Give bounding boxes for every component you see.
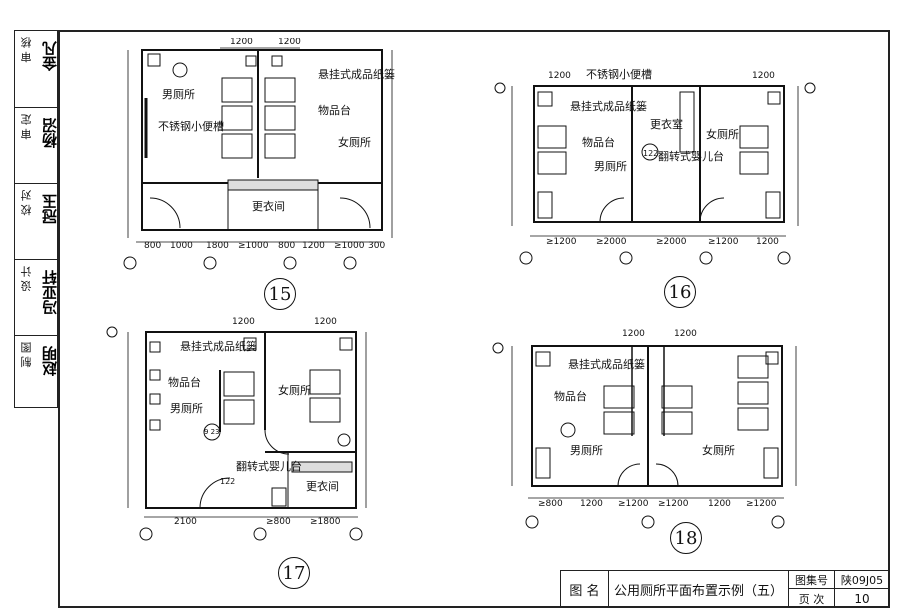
label-shelf: 物品台 [168,375,201,389]
dim-bottom: 1800 [206,241,229,251]
dim-bottom: ≥1200 [546,237,577,247]
dim-bottom: 800 [144,241,161,251]
dim-bottom: ≥800 [538,499,563,509]
label-mens: 男厕所 [170,402,203,415]
dim-bottom: ≥1200 [708,237,739,247]
tag-122: 122 [643,149,658,158]
strip-cell-review: 审 核 金凡 [15,31,59,107]
dim-top: 1200 [752,71,775,81]
page-label: 页 次 [789,589,835,608]
label-shelf: 物品台 [554,389,587,403]
label-mens: 男厕所 [162,88,195,101]
dim-bottom: ≥1200 [658,499,689,509]
strip-label: 审 定 [20,114,33,140]
plan-number-15: 15 [264,278,296,310]
label-womens: 女厕所 [706,127,739,141]
dim-top: 1200 [548,71,571,81]
strip-label: 校 对 [20,190,33,216]
signature: 赵明 [41,346,59,376]
title-label: 图 名 [561,571,609,608]
dim-bottom: ≥1000 [238,241,269,251]
atlas-label: 图集号 [789,571,835,589]
label-womens: 女厕所 [702,443,735,457]
plan-16-drawing: 悬挂式成品纸篓 物品台 男厕所 不锈钢小便槽 更衣室 翻转式婴儿台 女厕所 12… [494,68,816,265]
dim-bottom: ≥1200 [618,499,649,509]
dim-top: 1200 [622,329,645,339]
plan-number-16: 16 [664,276,696,308]
signature: 冯亚轩 [41,270,59,315]
dim-bottom: 2100 [174,517,197,527]
label-mens: 男厕所 [570,444,603,457]
label-shelf: 物品台 [582,135,615,149]
tag-122: 122 [220,477,235,486]
dim-bottom: ≥2000 [656,237,687,247]
label-baby: 翻转式婴儿台 [658,149,724,163]
label-hanger: 悬挂式成品纸篓 [318,67,395,81]
drawing-title: 公用厕所平面布置示例（五） [609,571,789,608]
dim-top: 1200 [314,317,337,327]
plan-18-drawing: 悬挂式成品纸篓 物品台 男厕所 女厕所 1200 1200 ≥800 1200 … [492,329,797,529]
label-shelf: 物品台 [318,103,351,117]
strip-cell-draw: 制 图 赵明 [15,335,59,407]
plan-17-drawing: 悬挂式成品纸篓 物品台 男厕所 女厕所 翻转式婴儿台 更衣间 122 9 23 … [106,317,367,541]
dim-bottom: 1200 [708,499,731,509]
tag-923: 9 23 [204,428,220,436]
dim-top: 1200 [232,317,255,327]
strip-label: 制 图 [20,342,33,368]
dim-bottom: 1200 [756,237,779,247]
strip-label: 设 计 [20,266,33,292]
label-locker: 更衣间 [306,479,339,493]
drawing-frame [58,30,890,608]
label-baby: 翻转式婴儿台 [236,459,302,473]
page-value: 10 [854,591,870,606]
label-locker: 更衣间 [252,199,285,213]
label-womens: 女厕所 [278,383,311,397]
atlas-value: 陕09J05 [835,571,889,589]
label-womens: 女厕所 [338,135,371,149]
strip-label: 审 核 [20,37,33,63]
label-hanger: 悬挂式成品纸篓 [570,99,647,113]
plan-number-17: 17 [278,557,310,589]
label-urinal: 不锈钢小便槽 [158,120,224,133]
dim-bottom: 800 [278,241,295,251]
signature-strip: 审 核 金凡 审 定 杨沼 校 对 冠玉 设 计 冯亚轩 制 图 赵明 [14,30,59,408]
dim-bottom: 1200 [580,499,603,509]
dim-bottom: 300 [368,241,385,251]
dim-bottom: 1000 [170,241,193,251]
dim-bottom: ≥1000 [334,241,365,251]
label-hanger: 悬挂式成品纸篓 [568,357,645,371]
dim-top: 1200 [674,329,697,339]
plan-number-18: 18 [670,522,702,554]
dim-bottom: ≥1800 [310,517,341,527]
strip-cell-approve: 审 定 杨沼 [15,107,59,183]
label-mens: 男厕所 [594,160,627,173]
label-urinal: 不锈钢小便槽 [586,68,652,81]
signature: 杨沼 [41,118,59,148]
dim-bottom: ≥2000 [596,237,627,247]
plan-18: 悬挂式成品纸篓 物品台 男厕所 女厕所 1200 1200 ≥800 1200 … [488,326,808,536]
dim-bottom: ≥1200 [746,499,777,509]
title-block: 图 名 公用厕所平面布置示例（五） 图集号 陕09J05 页 次 10 [560,570,890,608]
plan-17: 悬挂式成品纸篓 物品台 男厕所 女厕所 翻转式婴儿台 更衣间 122 9 23 … [100,312,380,542]
label-locker: 更衣室 [650,117,683,131]
dim-bottom: ≥800 [266,517,291,527]
plan-15: 男厕所 不锈钢小便槽 悬挂式成品纸篓 物品台 女厕所 更衣间 1200 1200… [110,37,400,278]
dim-bottom: 1200 [302,241,325,251]
signature: 冠玉 [41,194,59,224]
strip-cell-check: 校 对 冠玉 [15,183,59,259]
plan-15-drawing: 男厕所 不锈钢小便槽 悬挂式成品纸篓 物品台 女厕所 更衣间 1200 1200… [123,37,395,270]
strip-cell-design: 设 计 冯亚轩 [15,259,59,335]
dim-top: 1200 [230,38,253,47]
dim-top: 1200 [278,38,301,47]
signature: 金凡 [41,41,59,71]
plan-16: 悬挂式成品纸篓 物品台 男厕所 不锈钢小便槽 更衣室 翻转式婴儿台 女厕所 12… [490,66,820,266]
label-hanger: 悬挂式成品纸篓 [180,339,257,353]
